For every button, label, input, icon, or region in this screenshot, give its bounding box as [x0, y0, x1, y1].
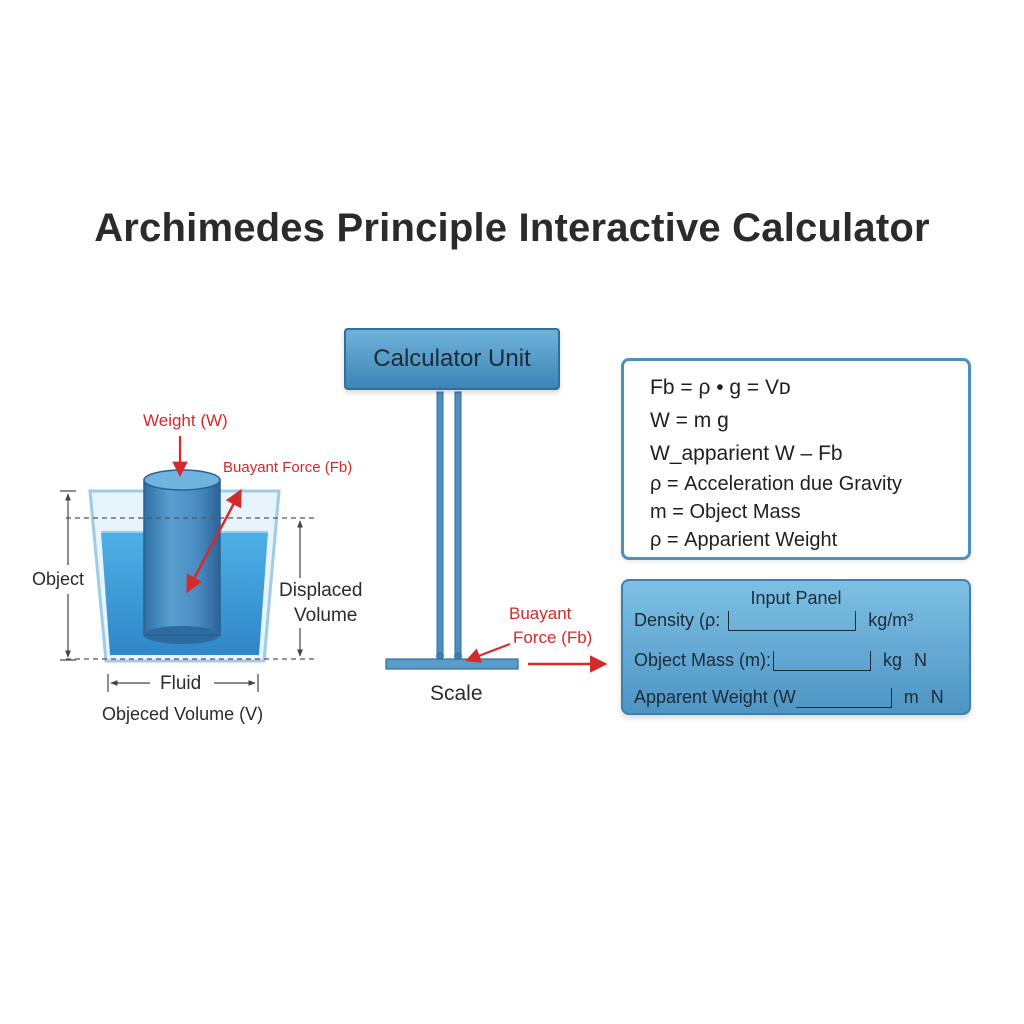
scale-platform: [385, 658, 519, 670]
density-field[interactable]: [728, 611, 857, 631]
formula-apparent-def: ρ = Apparient Weight: [650, 529, 838, 551]
apparent-unit-n: N: [930, 687, 944, 707]
formula-apparent: W_apparient W – Fb: [650, 442, 843, 465]
input-panel: Input Panel Density (ρ: kg/m³ Object Mas…: [621, 579, 971, 715]
page-title: Archimedes Principle Interactive Calcula…: [94, 206, 930, 250]
scale-buoyant-label-1: Buayant: [509, 604, 572, 623]
scale-label: Scale: [430, 682, 483, 705]
displaced-label-1: Displaced: [279, 580, 363, 601]
mass-label: Object Mass (m):: [634, 650, 772, 670]
apparent-unit-m: m: [903, 687, 919, 707]
calculator-unit-header: Calculator Unit: [344, 328, 560, 390]
density-label: Density (ρ:: [634, 610, 721, 630]
density-unit: kg/m³: [868, 610, 914, 630]
calculator-unit-title: Calculator Unit: [373, 345, 531, 372]
formula-gravity-def: ρ = Acceleration due Gravity: [650, 473, 903, 495]
apparent-field[interactable]: [795, 688, 892, 708]
formula-weight: W = m g: [650, 409, 729, 432]
scale-buoyant-label-2: Force (Fb): [513, 628, 593, 647]
formula-mass-def: m = Object Mass: [650, 501, 801, 523]
fluid-dimension: [107, 674, 259, 692]
mass-field[interactable]: [773, 651, 872, 671]
displaced-label-2: Volume: [294, 605, 358, 626]
buoyant-force-label: Buayant Force (Fb): [223, 459, 353, 476]
mass-unit-n: N: [914, 650, 928, 670]
buoyant-force-arrow: [186, 488, 242, 594]
density-row: Density (ρ: kg/m³: [634, 610, 913, 631]
scale-buoyant-arrow: [465, 642, 511, 663]
object-dimension: [60, 490, 76, 661]
object-label: Object: [32, 569, 85, 589]
scale-stand: [385, 391, 519, 670]
input-panel-title: Input Panel: [750, 588, 842, 608]
apparent-row: Apparent Weight (W m N: [634, 687, 944, 708]
apparent-label: Apparent Weight (W: [634, 687, 796, 707]
cylinder-object: [143, 469, 221, 644]
fluid-label: Fluid: [160, 673, 202, 694]
formula-buoyant: Fb = ρ • g = Vᴅ: [650, 376, 791, 399]
objected-volume-label: Objeced Volume (V): [102, 704, 264, 724]
formula-box: Fb = ρ • g = Vᴅ W = m g W_apparient W – …: [621, 358, 971, 560]
weight-label: Weight (W): [143, 411, 228, 430]
mass-unit-kg: kg: [883, 650, 903, 670]
mass-row: Object Mass (m): kg N: [634, 650, 927, 671]
